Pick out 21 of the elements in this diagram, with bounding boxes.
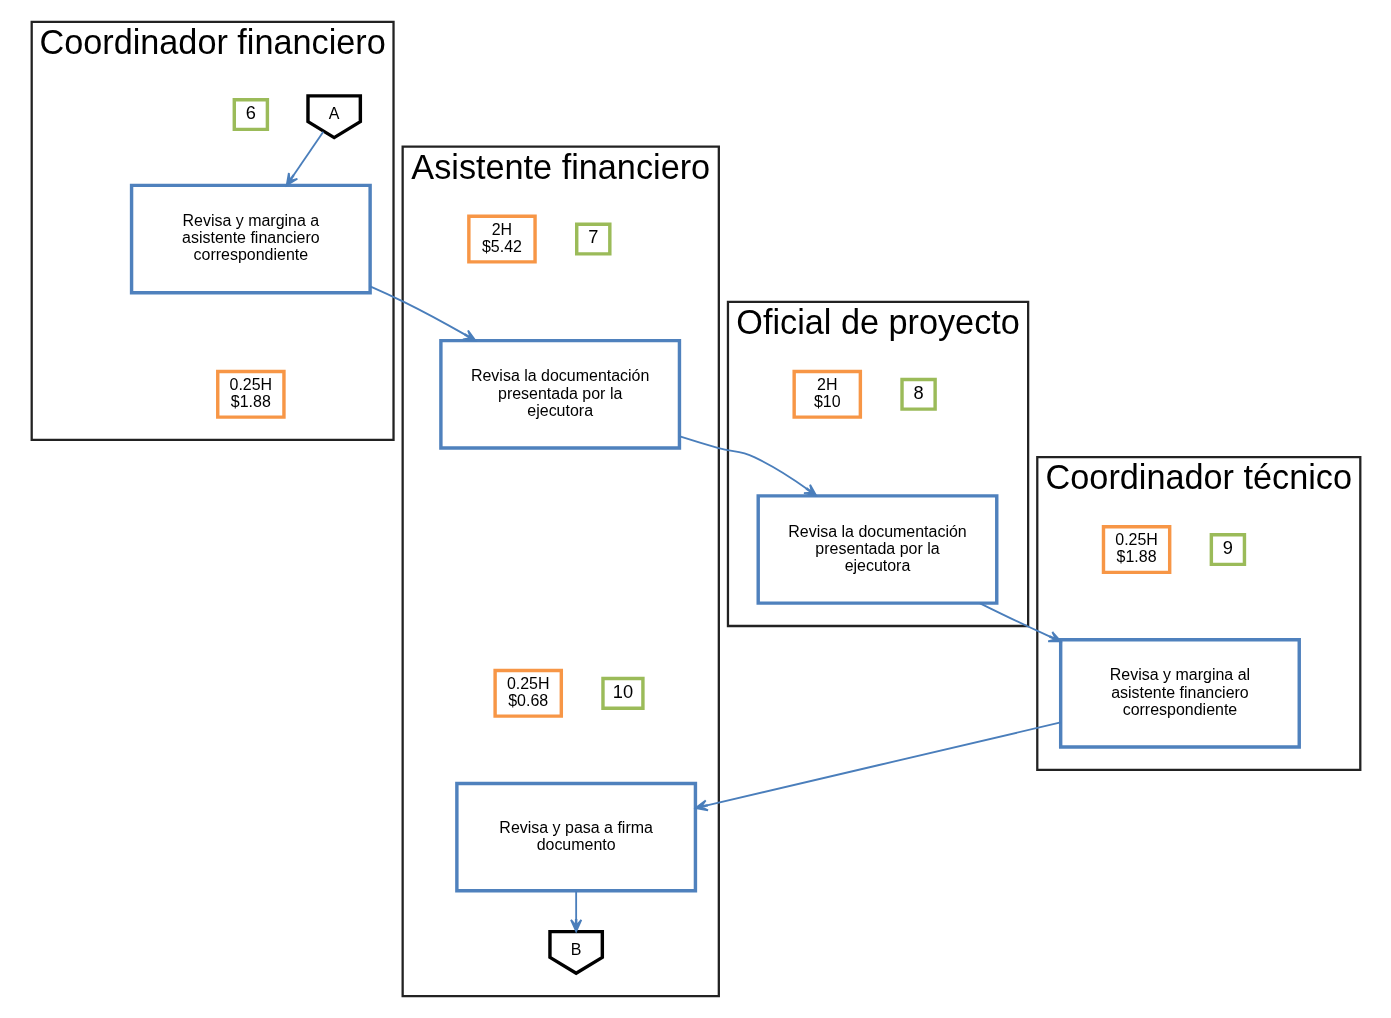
node-box: 9 <box>1209 532 1246 567</box>
node-box: 6 <box>232 97 269 132</box>
node-box: 2H $10 <box>791 369 862 419</box>
node-box: 8 <box>899 377 937 411</box>
node-box: Revisa la documentación presentada por la ejecutora <box>756 494 998 605</box>
node-box: Revisa y margina a asistente financiero correspondiente <box>129 183 372 295</box>
arrow <box>694 721 1062 812</box>
arrow <box>978 602 1062 643</box>
node-box: 0.25H $1.88 <box>1101 525 1171 575</box>
arrow <box>368 285 476 342</box>
node-box: 0.25H $0.68 <box>492 668 563 718</box>
node-box: 7 <box>574 222 612 256</box>
node-box: 2H $5.42 <box>466 214 537 264</box>
arrow <box>285 130 324 187</box>
node-box: 0.25H $1.88 <box>215 369 286 419</box>
node-box: Revisa y pasa a firma documento <box>454 781 697 893</box>
node-box: 10 <box>600 676 645 710</box>
arrow <box>678 435 817 497</box>
arrow <box>569 890 582 933</box>
node-box: Revisa la documentación presentada por la ejecutora <box>438 338 681 450</box>
node-box: Revisa y margina al asistente financiero correspondiente <box>1058 638 1301 749</box>
